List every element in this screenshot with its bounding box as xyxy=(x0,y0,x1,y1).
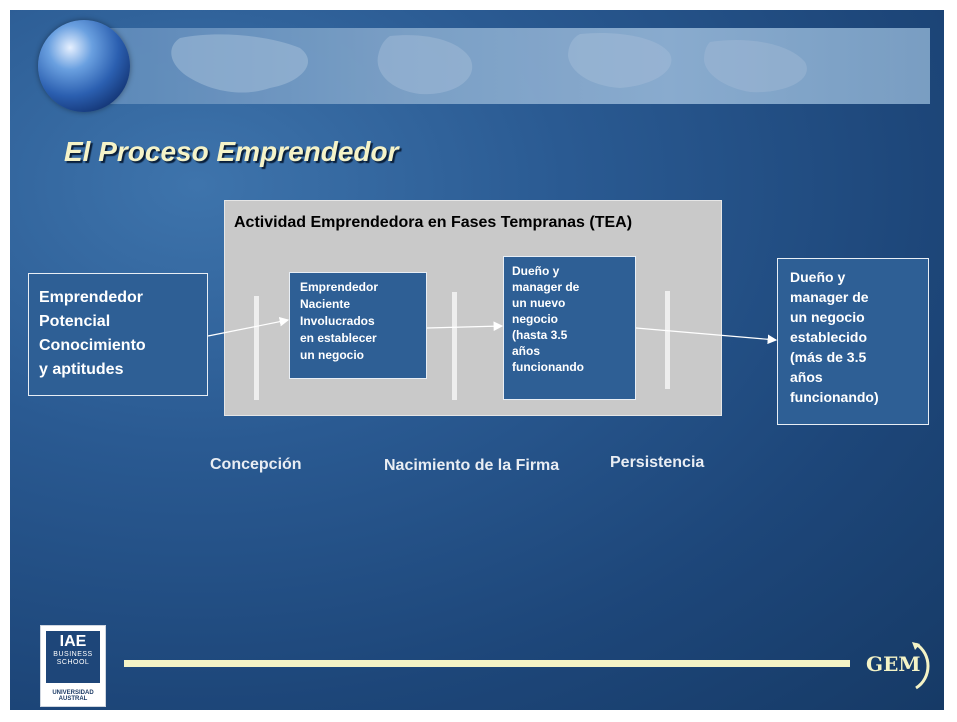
box-line: Conocimiento xyxy=(39,337,146,354)
box-negocio-establecido: Dueño y manager de un negocio establecid… xyxy=(777,258,929,425)
box-line: manager de xyxy=(512,280,580,294)
iae-university: UNIVERSIDAD AUSTRAL xyxy=(52,690,94,702)
tea-title: Actividad Emprendedora en Fases Temprana… xyxy=(234,214,633,231)
iae-sub: BUSINESS SCHOOL xyxy=(53,651,93,666)
box-emprendedor-potencial: Emprendedor Potencial Conocimiento y apt… xyxy=(28,273,208,396)
box-line: establecido xyxy=(790,329,868,345)
box-line: Involucrados xyxy=(300,314,375,328)
divider-right xyxy=(665,291,670,389)
box-line: funcionando) xyxy=(790,389,879,405)
box-nuevo-negocio: Dueño y manager de un nuevo negocio (has… xyxy=(503,256,636,400)
box-line: en establecer xyxy=(300,331,377,345)
slide-title: El Proceso Emprendedor xyxy=(64,136,399,167)
iae-emblem: IAE BUSINESS SCHOOL xyxy=(46,631,100,683)
globe-icon xyxy=(38,20,130,112)
stage-concepcion: Concepción xyxy=(210,456,302,473)
footer-divider xyxy=(124,660,850,667)
box-line: negocio xyxy=(512,312,559,326)
box-line: (más de 3.5 xyxy=(790,349,867,365)
box-line: Emprendedor xyxy=(39,289,144,306)
world-map-shapes xyxy=(171,32,807,95)
box-line: años xyxy=(512,344,541,358)
iae-name: IAE xyxy=(59,633,87,650)
world-map-banner xyxy=(60,28,930,104)
stage-nacimiento: Nacimiento de la Firma xyxy=(384,457,560,474)
box-line: años xyxy=(790,369,823,385)
box-line: y aptitudes xyxy=(39,361,124,378)
box-line: Dueño y xyxy=(790,269,846,285)
box-line: (hasta 3.5 xyxy=(512,328,568,342)
box-line: funcionando xyxy=(512,360,584,374)
box-line: manager de xyxy=(790,289,869,305)
iae-logo: IAE BUSINESS SCHOOL UNIVERSIDAD AUSTRAL xyxy=(40,625,106,707)
box-emprendedor-naciente: Emprendedor Naciente Involucrados en est… xyxy=(289,272,427,379)
slide: El Proceso Emprendedor Actividad Emprend… xyxy=(10,10,944,710)
box-line: Emprendedor xyxy=(300,280,379,294)
gem-text: GEM xyxy=(866,652,921,676)
gem-arc-icon xyxy=(912,642,930,690)
box-line: un nuevo xyxy=(512,296,566,310)
box-line: Potencial xyxy=(39,313,111,330)
box-line: un negocio xyxy=(790,309,865,325)
box-line: un negocio xyxy=(300,348,364,362)
divider-left xyxy=(254,296,259,400)
gem-logo: GEM xyxy=(858,638,934,694)
box-line: Dueño y xyxy=(512,264,560,278)
box-line: Naciente xyxy=(300,297,351,311)
stage-persistencia: Persistencia xyxy=(610,454,705,471)
divider-middle xyxy=(452,292,457,400)
